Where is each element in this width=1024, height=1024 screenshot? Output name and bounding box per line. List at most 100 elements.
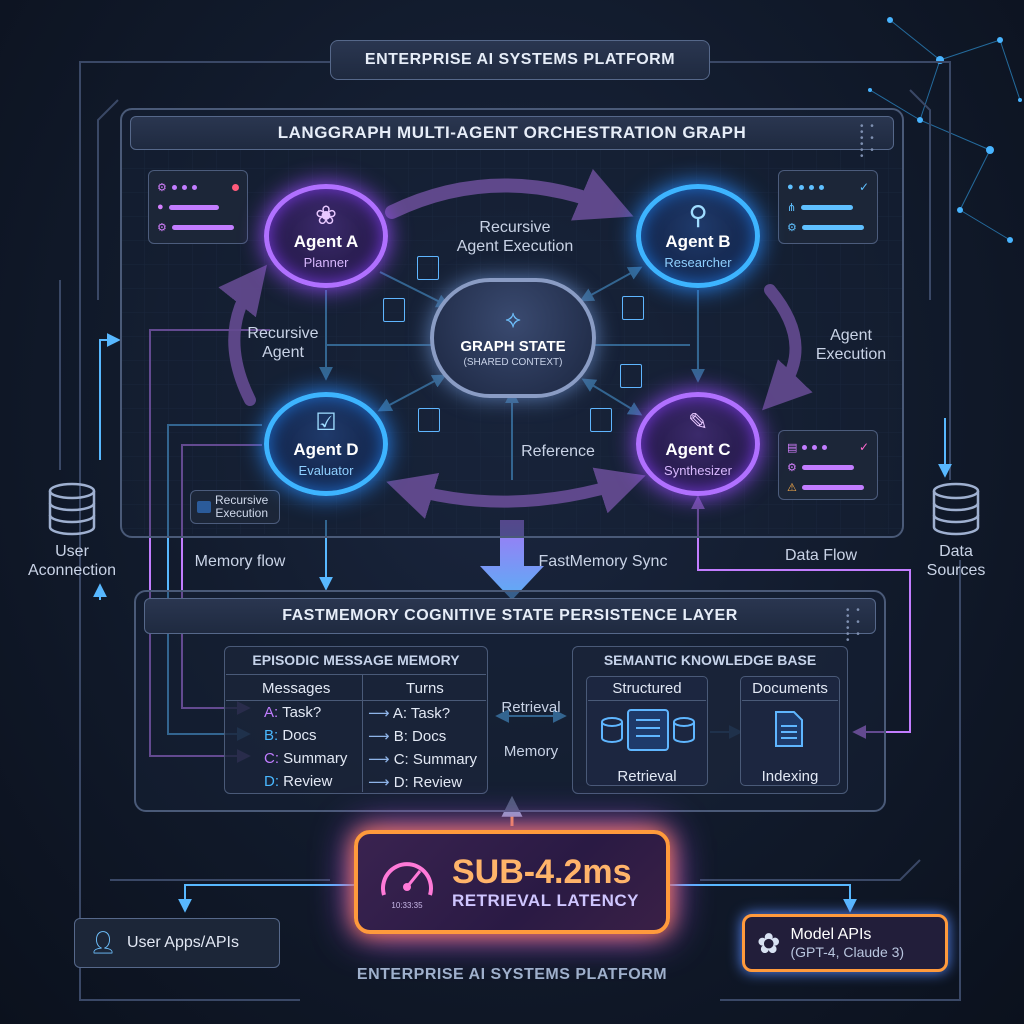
database-icon-right xyxy=(928,482,984,536)
model-apis-box[interactable]: ✿ Model APIs (GPT-4, Claude 3) xyxy=(742,914,948,972)
grid-dots-icon: • • •• • •• • • xyxy=(846,605,862,646)
document-icon xyxy=(620,364,642,388)
graph-state-title: GRAPH STATE xyxy=(460,338,566,355)
arrow-right-icon: ⟶ xyxy=(368,705,390,722)
platform-title-top: ENTERPRISE AI SYSTEMS PLATFORM xyxy=(330,40,710,80)
pen-icon: ✎ xyxy=(687,409,709,436)
document-icon xyxy=(418,408,440,432)
memory-flow-label: Memory flow xyxy=(194,553,286,570)
row-key: B: xyxy=(264,727,279,744)
gear-icon: ⚙ xyxy=(787,461,797,474)
document-icon xyxy=(590,408,612,432)
grid-dots-icon: • • •• • •• • • xyxy=(860,121,876,162)
episodic-memory-title: EPISODIC MESSAGE MEMORY xyxy=(252,652,460,668)
documents-divider xyxy=(742,700,838,701)
openai-logo-icon: ✿ xyxy=(757,927,781,959)
brain-icon: ❀ xyxy=(315,200,337,230)
documents-title: Documents xyxy=(752,680,828,697)
episodic-memory-panel xyxy=(224,646,488,794)
graph-state-node[interactable]: ⟡ GRAPH STATE (SHARED CONTEXT) xyxy=(430,278,596,398)
message-row: D: Review xyxy=(264,773,332,790)
row-key: D: xyxy=(264,773,279,790)
agent-b-node[interactable]: ⚲ Agent B Researcher xyxy=(636,184,760,288)
arrow-right-icon: ⟶ xyxy=(368,774,390,791)
clock-readout: 10:33:35 xyxy=(391,901,423,910)
agent-b-name: Agent B xyxy=(665,232,731,251)
fastmemory-sync-arrow xyxy=(480,520,544,600)
recursive-agent-label: Recursive Agent xyxy=(247,325,319,361)
network-nodes-icon: ⟡ xyxy=(505,306,521,333)
tree-icon: ⋔ xyxy=(787,201,797,214)
latency-label: RETRIEVAL LATENCY xyxy=(452,891,640,910)
agent-a-node[interactable]: ❀ Agent A Planner xyxy=(264,184,388,288)
row-message: Review xyxy=(283,773,333,790)
turns-header: Turns xyxy=(406,680,444,697)
gear-icon: ⚙ xyxy=(787,221,797,234)
agent-a-status-card: ⚙ ● ⚙ xyxy=(148,170,248,244)
agent-c-node[interactable]: ✎ Agent C Synthesizer xyxy=(636,392,760,496)
episodic-table-divider xyxy=(226,674,486,675)
fastmemory-sync-label: FastMemory Sync xyxy=(538,553,668,570)
agent-c-name: Agent C xyxy=(665,440,731,459)
agent-c-status-card: ▤ ✓ ⚙ ⚠ xyxy=(778,430,878,500)
messages-header: Messages xyxy=(262,680,331,697)
user-icon: ● xyxy=(787,181,794,193)
user-icon: ● xyxy=(157,201,164,213)
user-icon: 👤︎ xyxy=(89,930,117,955)
memory-label: Memory xyxy=(503,743,559,760)
row-turn: A: Task? xyxy=(392,705,451,722)
user-apps-label: User Apps/APIs xyxy=(126,934,239,951)
row-key: C: xyxy=(264,750,279,767)
check-icon: ✓ xyxy=(858,180,869,194)
agent-d-name: Agent D xyxy=(293,440,359,459)
agent-execution-label: Agent Execution xyxy=(815,327,887,363)
episodic-header-divider xyxy=(226,700,486,701)
checkbox-icon: ☑ xyxy=(315,409,337,436)
orchestration-graph-title: LANGGRAPH MULTI-AGENT ORCHESTRATION GRAP… xyxy=(130,116,894,150)
latency-value: SUB-4.2ms xyxy=(452,853,632,891)
structured-caption: Retrieval xyxy=(617,768,677,785)
row-message: Task? xyxy=(282,704,322,721)
data-flow-label: Data Flow xyxy=(784,547,858,564)
user-connection-label: User Aconnection xyxy=(27,543,117,579)
magnifier-icon: ⚲ xyxy=(688,200,708,230)
agent-c-role: Synthesizer xyxy=(664,463,732,478)
settings-icon: ⚙ xyxy=(157,221,167,234)
database-icon-left xyxy=(44,482,100,536)
agent-a-role: Planner xyxy=(303,255,349,270)
turn-row: ⟶ A: Task? xyxy=(368,704,450,722)
reference-label: Reference xyxy=(521,443,595,460)
row-turn: C: Summary xyxy=(393,751,478,768)
speedometer-icon: 10:33:35 xyxy=(376,851,438,913)
message-row: C: Summary xyxy=(264,750,347,767)
model-apis-title: Model APIs xyxy=(790,926,872,943)
recursive-execution-label: Recursive Execution xyxy=(215,493,269,520)
user-apps-box[interactable]: 👤︎ User Apps/APIs xyxy=(74,918,280,968)
document-icon xyxy=(417,256,439,280)
latency-box: 10:33:35 SUB-4.2ms RETRIEVAL LATENCY xyxy=(354,830,670,934)
turn-row: ⟶ D: Review xyxy=(368,773,462,791)
document-icon xyxy=(383,298,405,322)
structured-data-icon xyxy=(600,708,696,752)
gear-icon: ⚙ xyxy=(157,181,167,194)
turn-row: ⟶ C: Summary xyxy=(368,750,477,768)
agent-d-role: Evaluator xyxy=(298,463,354,478)
agent-b-role: Researcher xyxy=(664,255,732,270)
message-row: A: Task? xyxy=(264,704,321,721)
server-icon: ▤ xyxy=(787,441,798,454)
platform-title-bottom: ENTERPRISE AI SYSTEMS PLATFORM xyxy=(356,966,668,983)
agent-a-name: Agent A xyxy=(293,232,359,251)
terminal-icon xyxy=(197,501,211,513)
warning-icon: ⚠ xyxy=(787,481,797,494)
agent-d-node[interactable]: ☑ Agent D Evaluator xyxy=(264,392,388,496)
graph-state-subtitle: (SHARED CONTEXT) xyxy=(463,357,563,368)
semantic-kb-title: SEMANTIC KNOWLEDGE BASE xyxy=(603,652,817,668)
row-turn: B: Docs xyxy=(393,728,447,745)
turn-row: ⟶ B: Docs xyxy=(368,727,446,745)
arrow-right-icon: ⟶ xyxy=(368,728,390,745)
fastmemory-title: FASTMEMORY COGNITIVE STATE PERSISTENCE L… xyxy=(144,598,876,634)
agent-b-status-card: ● ✓ ⋔ ⚙ xyxy=(778,170,878,244)
retrieval-label: Retrieval xyxy=(501,699,561,716)
row-message: Summary xyxy=(283,750,348,767)
document-icon xyxy=(622,296,644,320)
